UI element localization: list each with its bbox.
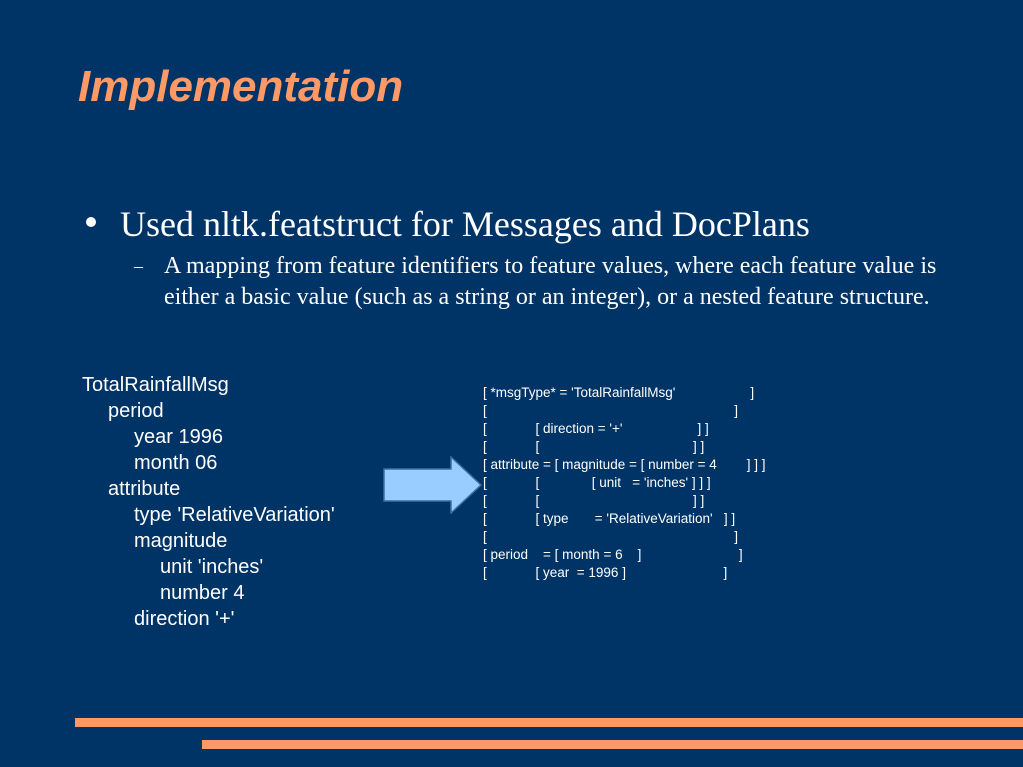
featstruct-line: [ *msgType* = 'TotalRainfallMsg' ] xyxy=(483,385,755,400)
featstruct-line: [ [ year = 1996 ] ] xyxy=(483,565,728,580)
tree-node-unit: unit 'inches' xyxy=(160,556,264,578)
slide-title: Implementation xyxy=(78,62,404,111)
featstruct-line: [ [ type = 'RelativeVariation' ] ] xyxy=(483,511,736,526)
featstruct-line: [ [ direction = '+' ] ] xyxy=(483,421,709,436)
accent-bar-top xyxy=(75,718,1023,727)
featstruct-line: [ [ ] ] xyxy=(483,493,705,508)
tree-node-month: month 06 xyxy=(134,452,218,474)
featstruct-line: [ [ [ unit = 'inches' ] ] ] xyxy=(483,475,711,490)
dash-icon: – xyxy=(134,256,143,276)
tree-node-magnitude: magnitude xyxy=(134,530,228,552)
tree-node-message: TotalRainfallMsg xyxy=(82,374,229,396)
right-arrow-icon xyxy=(383,456,483,514)
message-tree: TotalRainfallMsg period year 1996 month … xyxy=(82,372,335,632)
featstruct-line: [ [ ] ] xyxy=(483,439,705,454)
tree-node-type: type 'RelativeVariation' xyxy=(134,504,335,526)
tree-node-number: number 4 xyxy=(160,582,245,604)
bullet-dot-icon xyxy=(86,217,96,227)
accent-bar-bottom xyxy=(202,740,1023,749)
featstruct-line: [ period = [ month = 6 ] ] xyxy=(483,547,743,562)
tree-node-period: period xyxy=(108,400,164,422)
featstruct-line: [ attribute = [ magnitude = [ number = 4… xyxy=(483,457,766,472)
feature-structure: [ *msgType* = 'TotalRainfallMsg' ] [ ] [… xyxy=(483,384,766,582)
featstruct-line: [ ] xyxy=(483,403,739,418)
tree-node-attribute: attribute xyxy=(108,478,181,500)
tree-node-direction: direction '+' xyxy=(134,608,235,630)
featstruct-line: [ ] xyxy=(483,529,739,544)
bullet-text: Used nltk.featstruct for Messages and Do… xyxy=(120,204,810,244)
sub-bullet-text: A mapping from feature identifiers to fe… xyxy=(164,253,937,310)
tree-node-year: year 1996 xyxy=(134,426,223,448)
